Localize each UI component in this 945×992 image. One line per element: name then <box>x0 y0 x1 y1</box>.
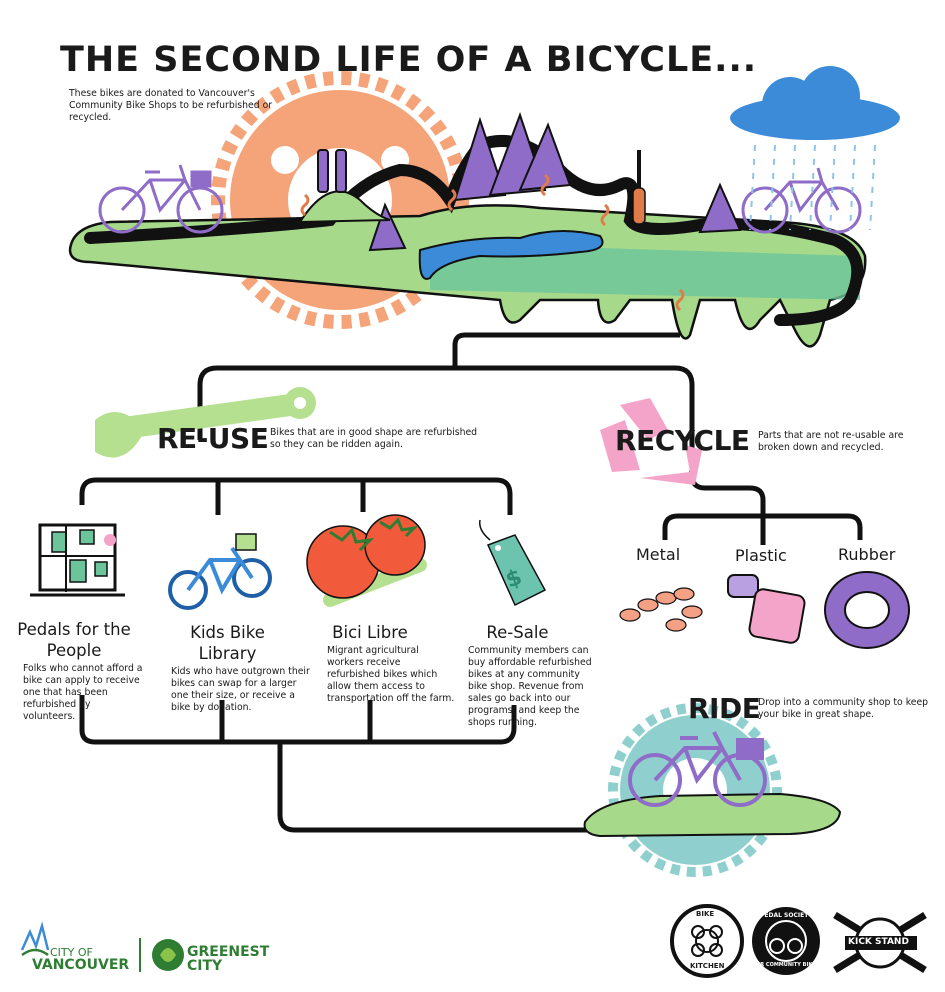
bike-kitchen-top: BIKE <box>696 910 715 918</box>
greenest-logo-bottom: CITY <box>187 958 223 974</box>
intro-text: These bikes are donated to Vancouver's C… <box>69 88 273 123</box>
bike-right-icon <box>741 167 862 234</box>
reuse-heading: RE-USE <box>157 422 269 455</box>
material-plastic-label: Plastic <box>735 546 787 565</box>
river <box>418 230 604 280</box>
pliers-icon <box>317 149 347 193</box>
chain-icon <box>619 587 703 632</box>
ride-description: Drop into a community shop to keep your … <box>758 697 929 720</box>
ride-platform <box>583 792 842 838</box>
worms <box>300 173 685 312</box>
bike-kitchen-logo <box>670 904 744 978</box>
program-kids-title: Kids Bike Library <box>190 623 265 663</box>
tire-icon <box>824 571 910 649</box>
vancouver-logo-bottom: VANCOUVER <box>32 957 130 973</box>
recycle-symbol-icon <box>600 398 702 485</box>
program-bici-description: Migrant agricultural workers receive ref… <box>327 645 455 704</box>
pedal-society-logo <box>752 907 820 975</box>
pedal-society-bottom: OUR COMMUNITY BIKES <box>752 962 820 968</box>
plastic-parts-icon <box>727 574 806 644</box>
program-pedals-description: Folks who cannot afford a bike can apply… <box>23 663 143 722</box>
material-rubber-label: Rubber <box>838 545 896 564</box>
price-tag-icon: $ <box>478 519 547 607</box>
kids-bike-icon <box>168 533 272 610</box>
vancouver-logo-top: CITY OF <box>50 946 93 959</box>
recycle-heading: RECYCLE <box>615 424 750 457</box>
city-of-vancouver-logo <box>20 921 141 972</box>
bike-kitchen-bottom: KITCHEN <box>690 962 725 970</box>
bike-left-icon <box>98 164 224 234</box>
mountains <box>368 112 742 252</box>
program-resale-description: Community members can buy affordable ref… <box>468 645 592 728</box>
rain-cloud-icon <box>730 66 900 231</box>
ride-gear-icon <box>608 703 782 877</box>
program-pedals-title: Pedals for the People <box>17 620 131 660</box>
wrench-icon <box>95 387 316 458</box>
pedal-society-top: PEDAL SOCIETY <box>760 912 813 919</box>
program-kids-description: Kids who have outgrown their bikes can s… <box>171 666 310 713</box>
screwdriver-icon <box>632 150 646 225</box>
page-title: THE SECOND LIFE OF A BICYCLE... <box>60 40 758 80</box>
kickstand-logo <box>833 912 927 973</box>
recycle-description: Parts that are not re-usable are broken … <box>758 430 904 453</box>
greenest-city-logo <box>152 939 184 971</box>
program-bici-title: Bici Libre <box>332 623 408 642</box>
reuse-description: Bikes that are in good shape are refurbi… <box>270 427 478 450</box>
kickstand-text: KICK STAND <box>848 937 909 947</box>
program-resale-title: Re-Sale <box>486 623 549 642</box>
map-icon <box>30 523 125 597</box>
ride-heading: RIDE <box>688 692 761 725</box>
hero-landscape <box>68 66 900 348</box>
tomatoes-wrench-icon <box>306 514 427 607</box>
greenest-logo-top: GREENEST <box>187 944 270 960</box>
material-metal-label: Metal <box>636 545 681 564</box>
flow-lines <box>79 332 863 833</box>
ride-bike-icon <box>628 731 767 807</box>
